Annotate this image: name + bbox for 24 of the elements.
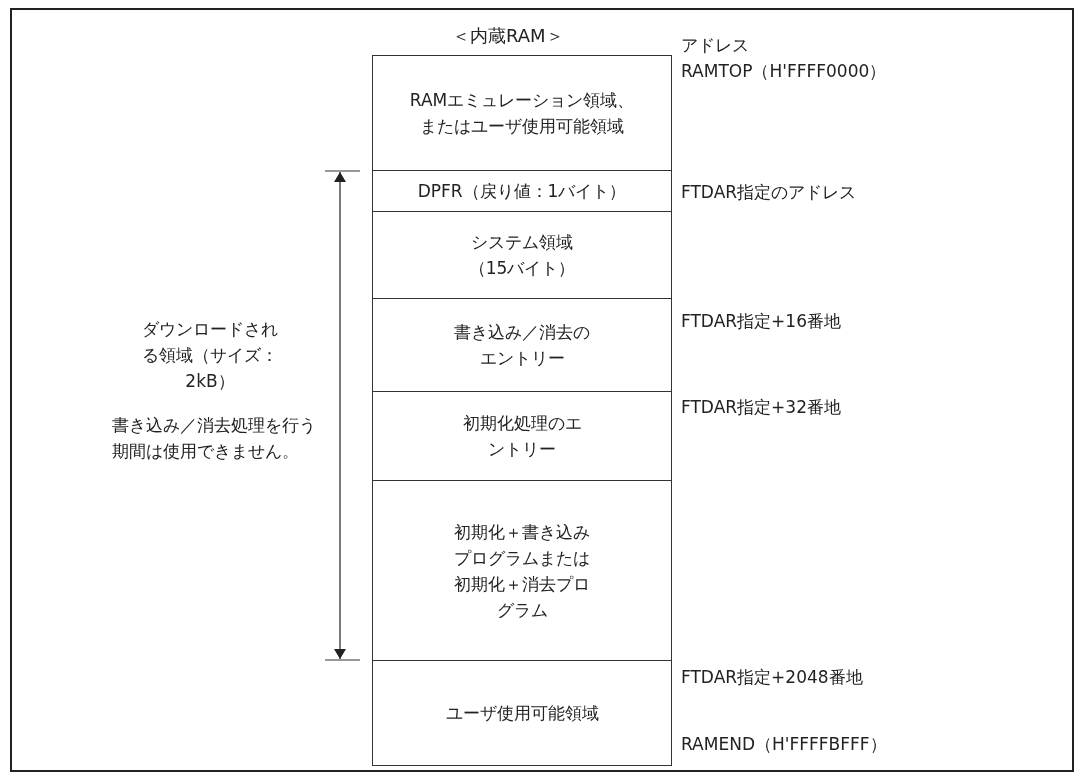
region-label: 初期化＋書き込みプログラムまたは初期化＋消去プログラム bbox=[453, 520, 591, 622]
diagram-title: ＜内蔵RAM＞ bbox=[452, 24, 564, 48]
region-label: 初期化処理のエントリー bbox=[461, 412, 583, 461]
memory-region-box bbox=[372, 298, 672, 392]
memory-region-box bbox=[372, 55, 672, 171]
region-label: 書き込み／消去のエントリー bbox=[453, 321, 591, 370]
address-heading: アドレス bbox=[681, 34, 749, 57]
address-label: RAMTOP（H'FFFF0000） bbox=[681, 60, 887, 83]
region-label: システム領域（15バイト） bbox=[467, 231, 577, 280]
address-label: FTDAR指定+2048番地 bbox=[681, 666, 863, 689]
memory-region-box bbox=[372, 660, 672, 766]
address-label: FTDAR指定のアドレス bbox=[681, 181, 857, 204]
memory-region-box bbox=[372, 211, 672, 299]
address-label: RAMEND（H'FFFFBFFF） bbox=[681, 733, 887, 756]
address-label: FTDAR指定+16番地 bbox=[681, 310, 841, 333]
region-label: RAMエミュレーション領域、またはユーザ使用可能領域 bbox=[408, 89, 636, 138]
usage-note: 書き込み／消去処理を行う期間は使用できません。 bbox=[112, 414, 317, 463]
region-label: ユーザ使用可能領域 bbox=[445, 702, 599, 725]
region-description: ダウンロードされる領域（サイズ：2kB） bbox=[141, 318, 279, 393]
region-label: DPFR（戻り値：1バイト） bbox=[417, 180, 627, 203]
memory-region-box bbox=[372, 391, 672, 481]
memory-region-box bbox=[372, 480, 672, 661]
memory-region-box bbox=[372, 170, 672, 212]
address-label: FTDAR指定+32番地 bbox=[681, 396, 841, 419]
